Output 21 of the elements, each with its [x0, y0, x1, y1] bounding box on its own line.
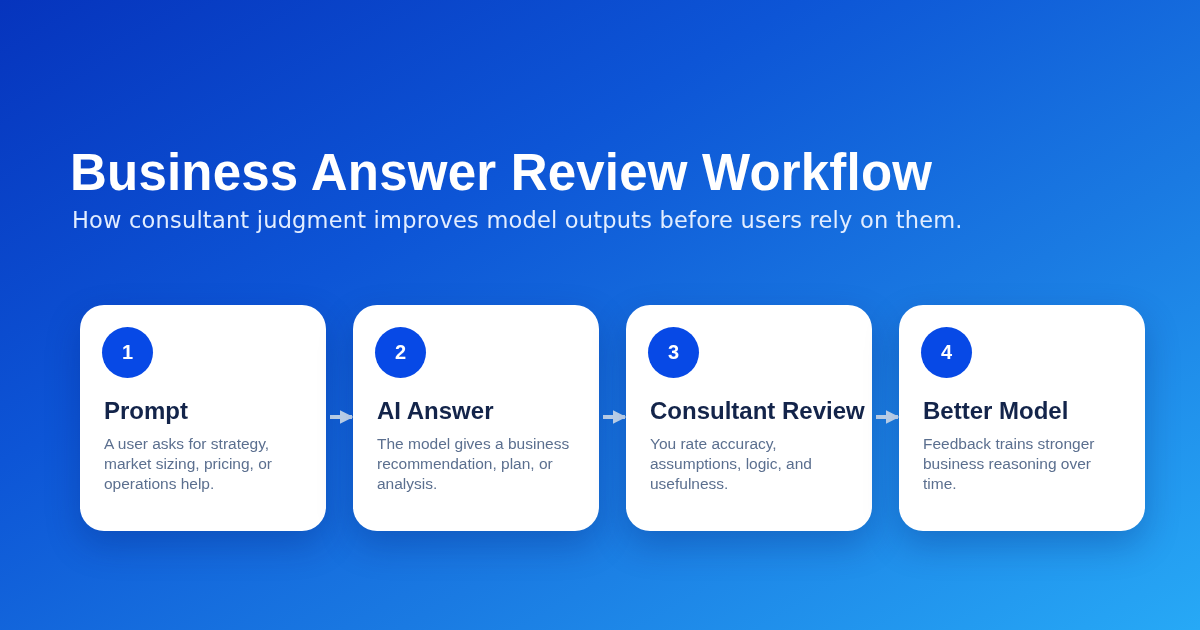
step-card [80, 305, 326, 531]
step-title: Prompt [104, 397, 188, 425]
arrow [603, 410, 627, 424]
step-number: 3 [648, 327, 699, 378]
page-title: Business Answer Review Workflow [70, 143, 933, 202]
step-title: Better Model [923, 397, 1069, 425]
step-description: Feedback trains stronger business reasoning over time. [923, 434, 1096, 494]
step-title: Consultant Review [650, 397, 865, 425]
step-title: AI Answer [377, 397, 494, 425]
arrow [330, 410, 354, 424]
step-description: The model gives a business recommendation, plan, or analysis. [377, 434, 571, 494]
step-description: You rate accuracy, assumptions, logic, and usefulness. [650, 434, 813, 494]
arrow [876, 410, 900, 424]
subtitle: How consultant judgment improves model outputs before users rely on them. [72, 207, 963, 233]
step-card [899, 305, 1145, 531]
step-description: A user asks for strategy, market sizing, pricing, or operations help. [104, 434, 273, 494]
step-card [626, 305, 872, 531]
step-number: 2 [375, 327, 426, 378]
step-card [353, 305, 599, 531]
step-number: 1 [102, 327, 153, 378]
step-number: 4 [921, 327, 972, 378]
